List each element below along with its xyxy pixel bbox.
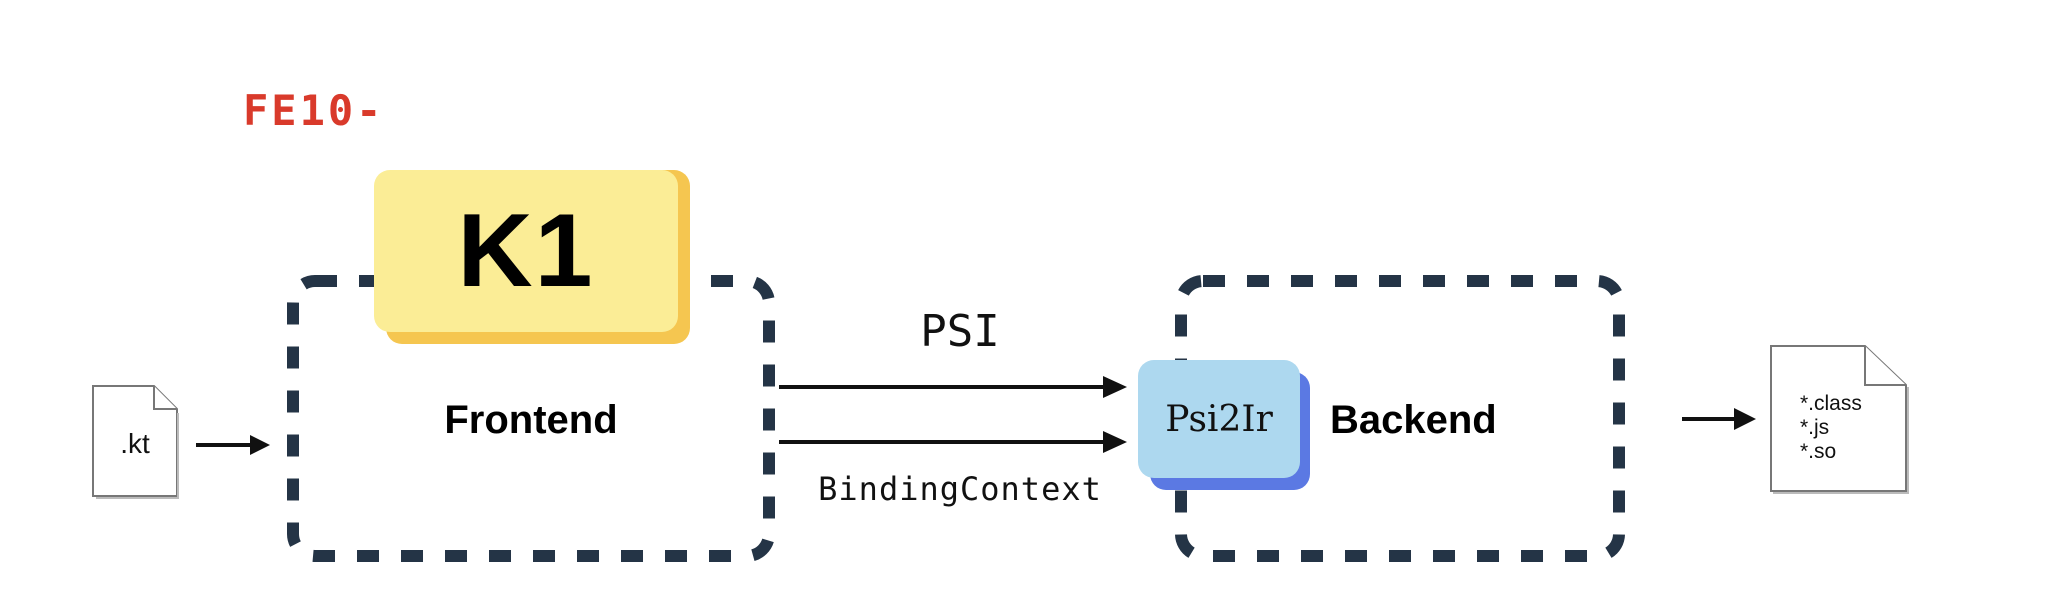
psi2ir-badge: Psi2Ir [1138, 360, 1300, 478]
output-arrow [1682, 408, 1756, 430]
binding-context-label: BindingContext [818, 470, 1102, 508]
psi-arrow [779, 376, 1127, 398]
output-file-lines: *.class *.js *.so [1800, 392, 1862, 464]
output-line: *.js [1800, 416, 1830, 439]
k1-label: K1 [457, 192, 595, 309]
psi-label: PSI [920, 306, 1000, 357]
k1-badge: K1 [374, 170, 678, 332]
input-arrow [196, 435, 270, 455]
kt-file-icon [92, 385, 179, 499]
frontend-container [287, 275, 775, 562]
output-line: *.class [1800, 392, 1862, 415]
output-file-icon [1770, 345, 1909, 494]
backend-label: Backend [1330, 398, 1497, 442]
psi2ir-label: Psi2Ir [1165, 398, 1273, 440]
frontend-label: Frontend [444, 398, 618, 442]
output-line: *.so [1800, 440, 1837, 463]
binding-context-arrow [779, 431, 1127, 453]
fe10-annotation: FE10- [243, 86, 385, 135]
kt-file-label: .kt [120, 428, 150, 459]
